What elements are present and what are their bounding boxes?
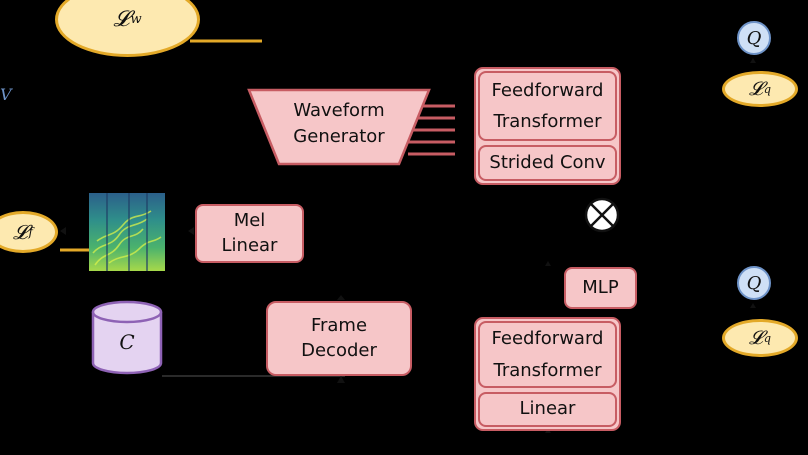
arrow-lf <box>60 227 66 235</box>
frame-decoder-line2: Decoder <box>301 339 377 361</box>
mel-linear-line1: Mel <box>233 210 266 232</box>
top-transformer-block: Feedforward Transformer <box>478 71 617 141</box>
strided-conv-block: Strided Conv <box>478 145 617 181</box>
linear-block: Linear <box>478 392 617 427</box>
arrow-mel <box>188 227 194 235</box>
bottom-transformer-line1: Feedforward <box>491 328 604 349</box>
loss-lq-bottom-symbol: 𝓛 <box>748 327 763 349</box>
waveform-generator-line1: Waveform <box>293 100 385 121</box>
arrow-mlp-top <box>545 261 551 266</box>
mel-linear-block: Mel Linear <box>195 204 304 263</box>
mel-linear-line2: Linear <box>221 234 278 256</box>
strided-conv-label: Strided Conv <box>489 151 606 173</box>
loss-lq-top-symbol: 𝓛 <box>748 78 763 100</box>
quantizer-top: Q <box>737 21 771 55</box>
loss-lq-top-sub: q <box>763 82 772 96</box>
multiply-operator-icon <box>584 197 620 233</box>
arrow-q-top <box>750 58 756 63</box>
codebook-cylinder <box>91 300 163 375</box>
loss-lf-sub: f <box>28 225 33 239</box>
loss-lw-sub: w <box>130 12 142 27</box>
frame-decoder-line1: Frame <box>310 315 368 337</box>
loss-lq-bottom-sub: q <box>763 331 772 345</box>
top-transformer-line1: Feedforward <box>491 79 604 101</box>
waveform-generator-shape <box>247 88 431 166</box>
mlp-label: MLP <box>582 276 619 298</box>
mel-spectrogram-image <box>89 193 165 271</box>
arrow-q-bottom <box>750 303 756 308</box>
quantizer-bottom: Q <box>737 266 771 300</box>
top-transformer-line2: Transformer <box>493 111 602 132</box>
clipped-symbol: V <box>0 85 13 104</box>
loss-lw-symbol: 𝓛 <box>113 7 130 32</box>
arrow-frame-top <box>337 295 345 300</box>
mlp-block: MLP <box>564 267 637 309</box>
loss-lf-symbol: 𝓛 <box>13 220 28 244</box>
linear-label: Linear <box>519 398 576 420</box>
waveform-generator-label: Waveform Generator <box>246 98 432 150</box>
waveform-generator-line2: Generator <box>293 126 385 148</box>
bottom-transformer-line2: Transformer <box>493 359 602 381</box>
arrow-frame-bottom <box>337 376 345 383</box>
codebook-symbol: C <box>119 330 135 354</box>
frame-decoder-block: Frame Decoder <box>266 301 412 376</box>
bottom-transformer-block: Feedforward Transformer <box>478 321 617 388</box>
